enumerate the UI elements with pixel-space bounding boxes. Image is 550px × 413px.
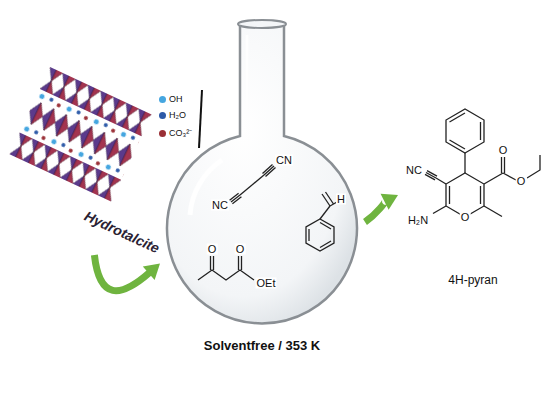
legend-swatch (159, 96, 166, 103)
node-text: 4H-pyran (448, 273, 497, 287)
node-text: Hydrotalcite (82, 208, 162, 257)
legend-text: H₂O (169, 110, 186, 120)
atom-label: O (235, 244, 246, 255)
legend-item: CO₃²⁻ (159, 129, 192, 138)
legend-swatch (159, 112, 166, 119)
flask (167, 20, 357, 323)
product-region: 4H-pyran (398, 95, 548, 295)
flow-arrow (94, 255, 149, 291)
atom-label: OEt (256, 278, 277, 289)
atom-label: O (207, 244, 218, 255)
legend-bar (199, 90, 202, 148)
atom-label: NC (405, 165, 423, 176)
legend-swatch (159, 130, 166, 137)
atom-label: O (516, 176, 527, 187)
atom-label: CN (275, 155, 293, 166)
arrow-head (381, 194, 398, 210)
atom-label: O (460, 212, 471, 223)
legend-item: H₂O (159, 111, 186, 120)
atom-label: NC (211, 200, 229, 211)
reactant-structures (198, 164, 337, 280)
legend-text: CO₃²⁻ (169, 128, 192, 138)
atom-label: H₂N (407, 215, 429, 226)
atom-label: O (498, 145, 509, 156)
flow-arrow (365, 201, 385, 222)
hydrotalcite-layers (10, 67, 152, 201)
legend-item: OH (159, 95, 183, 104)
product-structure (425, 109, 540, 217)
node-text: Solventfree / 353 K (204, 338, 320, 353)
legend-text: OH (169, 94, 183, 104)
reaction-flask: Solventfree / 353 K (160, 15, 365, 360)
arrow-head (143, 263, 160, 280)
atom-label: H (336, 194, 346, 205)
illustration-region: Hydrotalcite (8, 78, 200, 255)
